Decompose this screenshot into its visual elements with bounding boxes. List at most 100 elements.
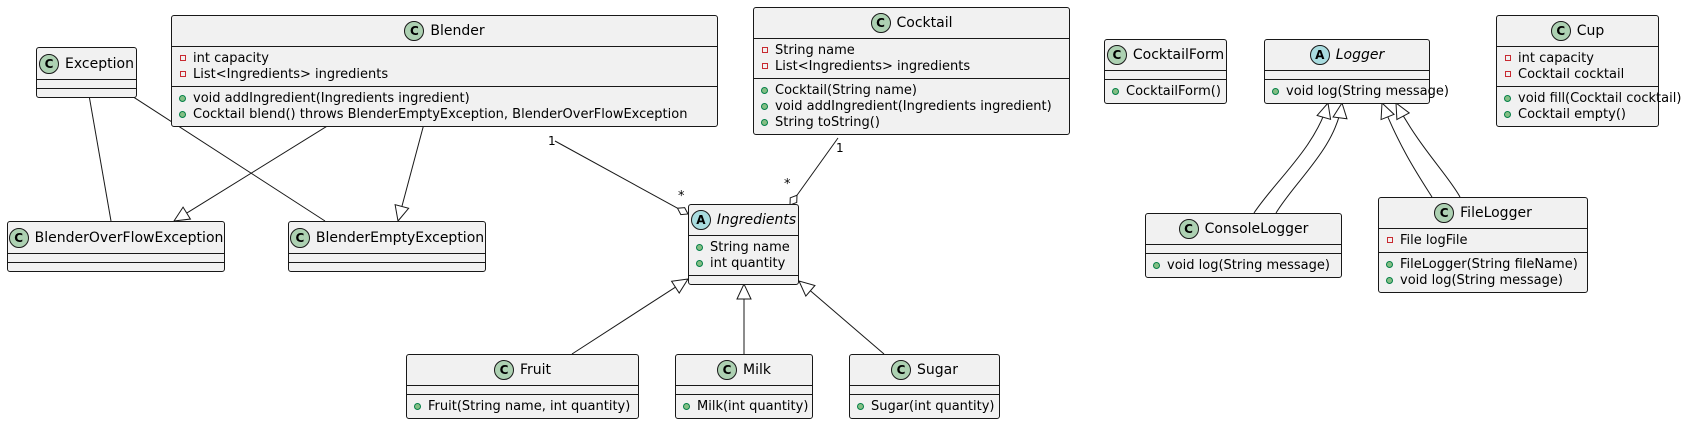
method-row: void log(String message) — [1152, 257, 1335, 273]
field-text: Cocktail cocktail — [1518, 66, 1625, 82]
method-row: void addIngredient(Ingredients ingredien… — [760, 98, 1063, 114]
method-row: Cocktail(String name) — [760, 82, 1063, 98]
inheritance-line — [810, 290, 885, 355]
square-icon — [1504, 55, 1511, 61]
private-visibility-icon — [1385, 237, 1394, 243]
method-text: Sugar(int quantity) — [871, 398, 995, 414]
class-icon: C — [289, 227, 310, 248]
circle-icon — [414, 402, 421, 410]
inheritance-arrowhead — [172, 206, 192, 222]
field-text: int quantity — [710, 255, 786, 271]
method-text: Cocktail empty() — [1518, 106, 1626, 122]
inheritance-line — [186, 119, 338, 214]
circle-icon — [179, 94, 186, 102]
private-visibility-icon — [760, 63, 769, 69]
public-visibility-icon — [178, 94, 187, 102]
class-name: Sugar — [917, 362, 958, 378]
inheritance-arrowhead — [1395, 101, 1411, 121]
field-row: List<Ingredients> ingredients — [760, 58, 1063, 74]
circle-icon — [696, 243, 703, 251]
private-visibility-icon — [760, 47, 769, 53]
method-text: void addIngredient(Ingredients ingredien… — [775, 98, 1052, 114]
method-row: String toString() — [760, 114, 1063, 130]
method-text: Cocktail(String name) — [775, 82, 917, 98]
public-visibility-icon — [1271, 87, 1280, 95]
class-header: C BlenderEmptyException — [289, 222, 485, 253]
class-header: C FileLogger — [1379, 198, 1587, 228]
square-icon — [179, 71, 186, 77]
field-row: List<Ingredients> ingredients — [178, 66, 711, 82]
method-text: Cocktail blend() throws BlenderEmptyExce… — [193, 106, 688, 122]
method-row: Cocktail blend() throws BlenderEmptyExce… — [178, 106, 711, 122]
method-text: CocktailForm() — [1126, 83, 1221, 99]
method-row: Fruit(String name, int quantity) — [413, 398, 632, 414]
aggregation-diamond — [676, 207, 689, 216]
fields-section — [1265, 70, 1429, 79]
class-icon: C — [717, 360, 738, 380]
class-icon: C — [870, 13, 891, 33]
class-icon: C — [1178, 219, 1199, 239]
class-box-empty: C BlenderEmptyException — [288, 221, 486, 272]
circle-icon — [761, 118, 768, 126]
method-row: FileLogger(String fileName) — [1385, 256, 1581, 272]
fields-section — [1105, 70, 1226, 79]
circle-icon — [1272, 87, 1279, 95]
public-visibility-icon — [760, 102, 769, 110]
class-icon: C — [8, 227, 29, 248]
method-text: void log(String message) — [1400, 272, 1563, 288]
methods-section — [289, 262, 485, 271]
square-icon — [761, 47, 768, 53]
inheritance-line — [88, 92, 112, 222]
class-name: Cocktail — [896, 15, 953, 31]
class-name: BlenderEmptyException — [315, 229, 485, 246]
public-visibility-icon — [1385, 276, 1394, 284]
fields-section — [1146, 244, 1341, 253]
class-header: C Cocktail — [754, 8, 1069, 38]
private-visibility-icon — [178, 55, 187, 61]
public-visibility-icon — [682, 402, 691, 410]
fields-section — [676, 385, 812, 394]
class-icon: C — [1434, 203, 1455, 223]
field-text: String name — [710, 239, 790, 255]
method-row: Sugar(int quantity) — [856, 398, 995, 414]
public-visibility-icon — [1503, 94, 1512, 102]
public-visibility-icon — [1152, 261, 1161, 269]
circle-icon — [1504, 94, 1511, 102]
fields-section — [407, 385, 638, 394]
public-visibility-icon — [178, 110, 187, 118]
inheritance-line — [116, 85, 326, 222]
method-text: Milk(int quantity) — [697, 398, 809, 414]
public-visibility-icon — [760, 86, 769, 94]
methods-section: Sugar(int quantity) — [850, 394, 999, 418]
method-text: void log(String message) — [1167, 257, 1330, 273]
circle-icon — [761, 86, 768, 94]
fields-section — [850, 385, 999, 394]
circle-icon — [683, 402, 690, 410]
methods-section: FileLogger(String fileName)void log(Stri… — [1379, 252, 1587, 292]
class-name: Exception — [65, 55, 134, 72]
inheritance-arrowhead — [1380, 101, 1395, 121]
class-name: FileLogger — [1460, 205, 1532, 221]
inheritance-line — [1395, 102, 1461, 198]
fields-section: File logFile — [1379, 228, 1587, 252]
inheritance-arrowhead — [1332, 101, 1348, 120]
private-visibility-icon — [1503, 71, 1512, 77]
class-name: Logger — [1335, 47, 1385, 63]
